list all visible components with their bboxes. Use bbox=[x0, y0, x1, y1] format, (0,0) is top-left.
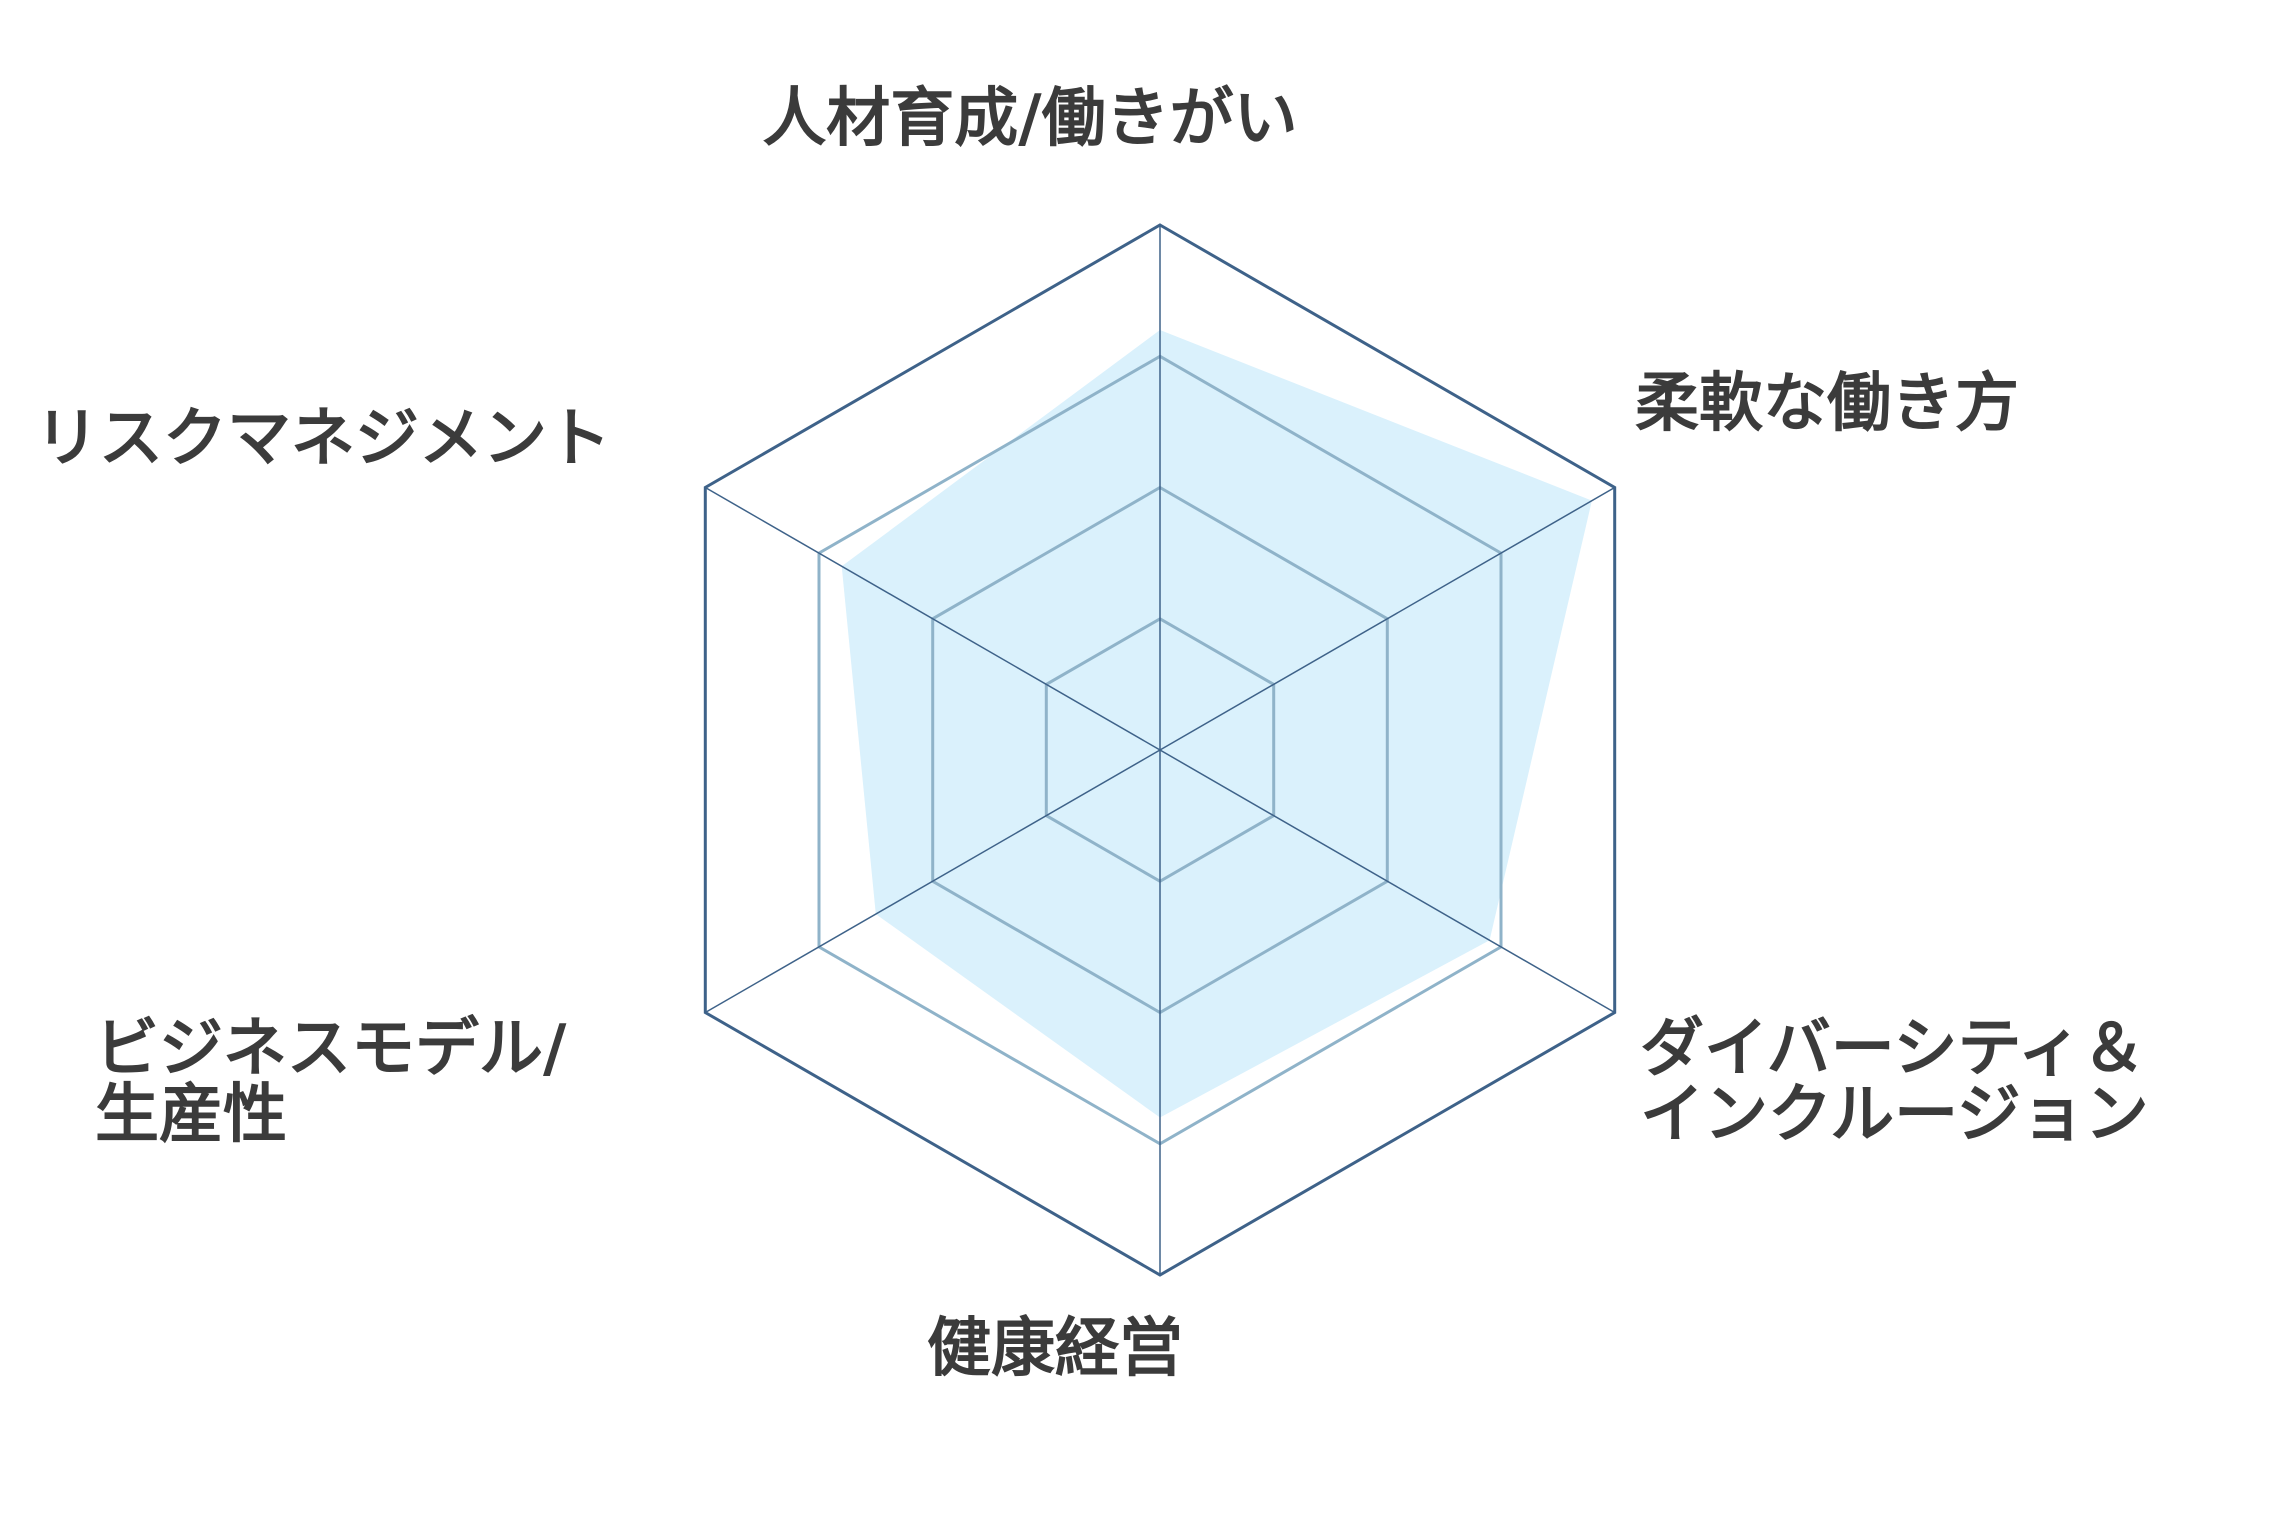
data-area-layer bbox=[841, 330, 1592, 1118]
series-0-area bbox=[841, 330, 1592, 1118]
axis-label-jinzai-ikusei: 人材育成/働きがい bbox=[762, 82, 1297, 156]
spoke-layer bbox=[704, 225, 1616, 1275]
spoke-5 bbox=[704, 486, 1161, 751]
label-layer: 人材育成/働きがい 柔軟な働き方 ダイバーシティ＆ インクルージョン 健康経営 … bbox=[35, 82, 2168, 1386]
axis-label-juunan-na-hatarakikata: 柔軟な働き方 bbox=[1635, 367, 2019, 441]
axis-label-kenkou-keiei: 健康経営 bbox=[927, 1312, 1183, 1386]
axis-label-risk-management: リスクマネジメント bbox=[35, 402, 611, 476]
spoke-2 bbox=[1159, 749, 1616, 1014]
spoke-4 bbox=[704, 749, 1161, 1014]
outer-frame bbox=[703, 223, 1617, 1277]
axis-label-diversity-inclusion: ダイバーシティ＆ インクルージョン bbox=[1640, 1012, 2168, 1152]
spoke-1 bbox=[1159, 486, 1616, 751]
axis-label-business-model: ビジネスモデル/ 生産性 bbox=[95, 1012, 589, 1152]
frame-layer bbox=[703, 223, 1617, 1277]
